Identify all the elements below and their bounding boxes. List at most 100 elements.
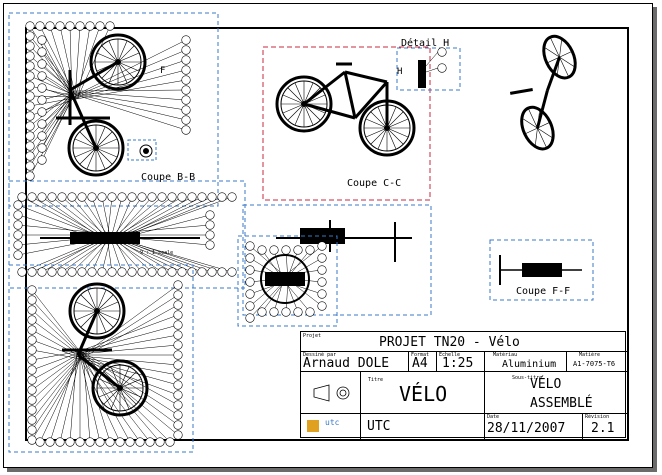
coupe-ff-view: Coupe F-F bbox=[489, 239, 594, 301]
callout-balloon bbox=[245, 301, 255, 311]
leader-line bbox=[31, 299, 82, 355]
callout-balloon bbox=[37, 71, 47, 81]
callout-balloon bbox=[173, 410, 183, 420]
callout-balloon bbox=[37, 131, 47, 141]
callout-balloon bbox=[25, 161, 35, 171]
callout-balloon bbox=[37, 95, 47, 105]
leader-line bbox=[107, 235, 233, 273]
leader-line bbox=[109, 196, 123, 243]
leader-line bbox=[71, 196, 110, 243]
isometric-view bbox=[509, 34, 577, 151]
callout-balloon bbox=[317, 277, 327, 287]
leader-line bbox=[80, 351, 131, 443]
leader-line bbox=[41, 94, 73, 149]
callout-balloon bbox=[167, 267, 177, 277]
coupe-bb-label: Coupe B-B bbox=[141, 172, 195, 183]
callout-balloon bbox=[257, 245, 267, 255]
callout-balloon bbox=[173, 330, 183, 340]
callout-balloon bbox=[157, 192, 167, 202]
callout-balloon bbox=[25, 51, 35, 61]
callout-balloon bbox=[57, 267, 67, 277]
leader-line bbox=[74, 25, 81, 100]
callout-balloon bbox=[245, 277, 255, 287]
leader-line bbox=[31, 358, 82, 441]
titre-cell: Titre VÉLO bbox=[361, 372, 485, 414]
date-cell: Date 28/11/2007 bbox=[485, 414, 583, 439]
callout-balloon bbox=[137, 267, 147, 277]
callout-balloon bbox=[281, 307, 291, 317]
leader-line bbox=[41, 94, 73, 113]
callout-balloon bbox=[173, 400, 183, 410]
callout-balloon bbox=[75, 21, 85, 31]
leader-line bbox=[106, 224, 211, 235]
callout-balloon bbox=[27, 285, 37, 295]
leader-line bbox=[281, 257, 323, 282]
leader-line bbox=[112, 196, 133, 243]
leader-line bbox=[76, 351, 141, 443]
leader-line bbox=[76, 25, 111, 100]
logo-cell: utc bbox=[301, 414, 361, 439]
leader-line bbox=[101, 235, 112, 273]
leader-line bbox=[91, 235, 109, 273]
callout-balloon bbox=[205, 220, 215, 230]
leader-line bbox=[29, 90, 75, 127]
callout-balloon bbox=[57, 192, 67, 202]
leader-line bbox=[111, 196, 223, 243]
leader-line bbox=[281, 277, 323, 283]
callout-balloon bbox=[47, 192, 57, 202]
leader-line bbox=[75, 91, 187, 101]
leader-line bbox=[106, 235, 183, 273]
callout-balloon bbox=[97, 192, 107, 202]
callout-balloon bbox=[55, 437, 65, 447]
leader-line bbox=[285, 249, 299, 283]
callout-balloon bbox=[137, 192, 147, 202]
callout-balloon bbox=[205, 230, 215, 240]
callout-balloon bbox=[207, 267, 217, 277]
projection-cell bbox=[301, 372, 361, 414]
callout-balloon bbox=[127, 267, 137, 277]
leader-line bbox=[41, 87, 73, 99]
coupe-ff-label: Coupe F-F bbox=[516, 286, 570, 297]
callout-balloon bbox=[13, 250, 23, 260]
titre-value: VÉLO bbox=[399, 382, 448, 406]
callout-balloon bbox=[37, 83, 47, 93]
leader-line bbox=[31, 289, 82, 354]
callout-balloon bbox=[35, 21, 45, 31]
scale-note: 9 : 1 scale bbox=[140, 250, 173, 256]
leader-line bbox=[31, 356, 82, 421]
drawing-frame bbox=[25, 27, 629, 441]
callout-balloon bbox=[145, 437, 155, 447]
callout-balloon bbox=[127, 192, 137, 202]
callout-balloon bbox=[13, 200, 23, 210]
leader-line bbox=[17, 204, 112, 242]
callout-balloon bbox=[27, 335, 37, 345]
leader-line bbox=[273, 280, 284, 313]
section-view-middle: 9 : 1 scale bbox=[8, 180, 246, 289]
callout-balloon bbox=[37, 47, 47, 57]
leader-line bbox=[107, 196, 163, 243]
callout-balloon bbox=[317, 289, 327, 299]
callout-balloon bbox=[37, 59, 47, 69]
leader-line bbox=[31, 196, 112, 243]
callout-balloon bbox=[305, 307, 315, 317]
school-value: UTC bbox=[367, 419, 391, 434]
leader-line bbox=[273, 249, 284, 283]
leader-line bbox=[261, 280, 286, 313]
crankset-section-view bbox=[237, 204, 432, 327]
leader-line bbox=[17, 236, 112, 256]
leader-line bbox=[77, 25, 91, 100]
callout-balloon bbox=[181, 95, 191, 105]
matiere-value: A1-7075-T6 bbox=[573, 360, 616, 368]
callout-balloon bbox=[25, 21, 35, 31]
callout-balloon bbox=[173, 370, 183, 380]
callout-balloon bbox=[173, 380, 183, 390]
leader-line bbox=[77, 351, 121, 443]
leader-line bbox=[112, 196, 203, 243]
leader-line bbox=[108, 235, 213, 273]
leader-line bbox=[249, 277, 288, 283]
callout-balloon bbox=[173, 310, 183, 320]
leader-line bbox=[41, 97, 73, 125]
leader-line bbox=[41, 39, 73, 96]
leader-line bbox=[41, 51, 73, 99]
callout-balloon bbox=[173, 320, 183, 330]
